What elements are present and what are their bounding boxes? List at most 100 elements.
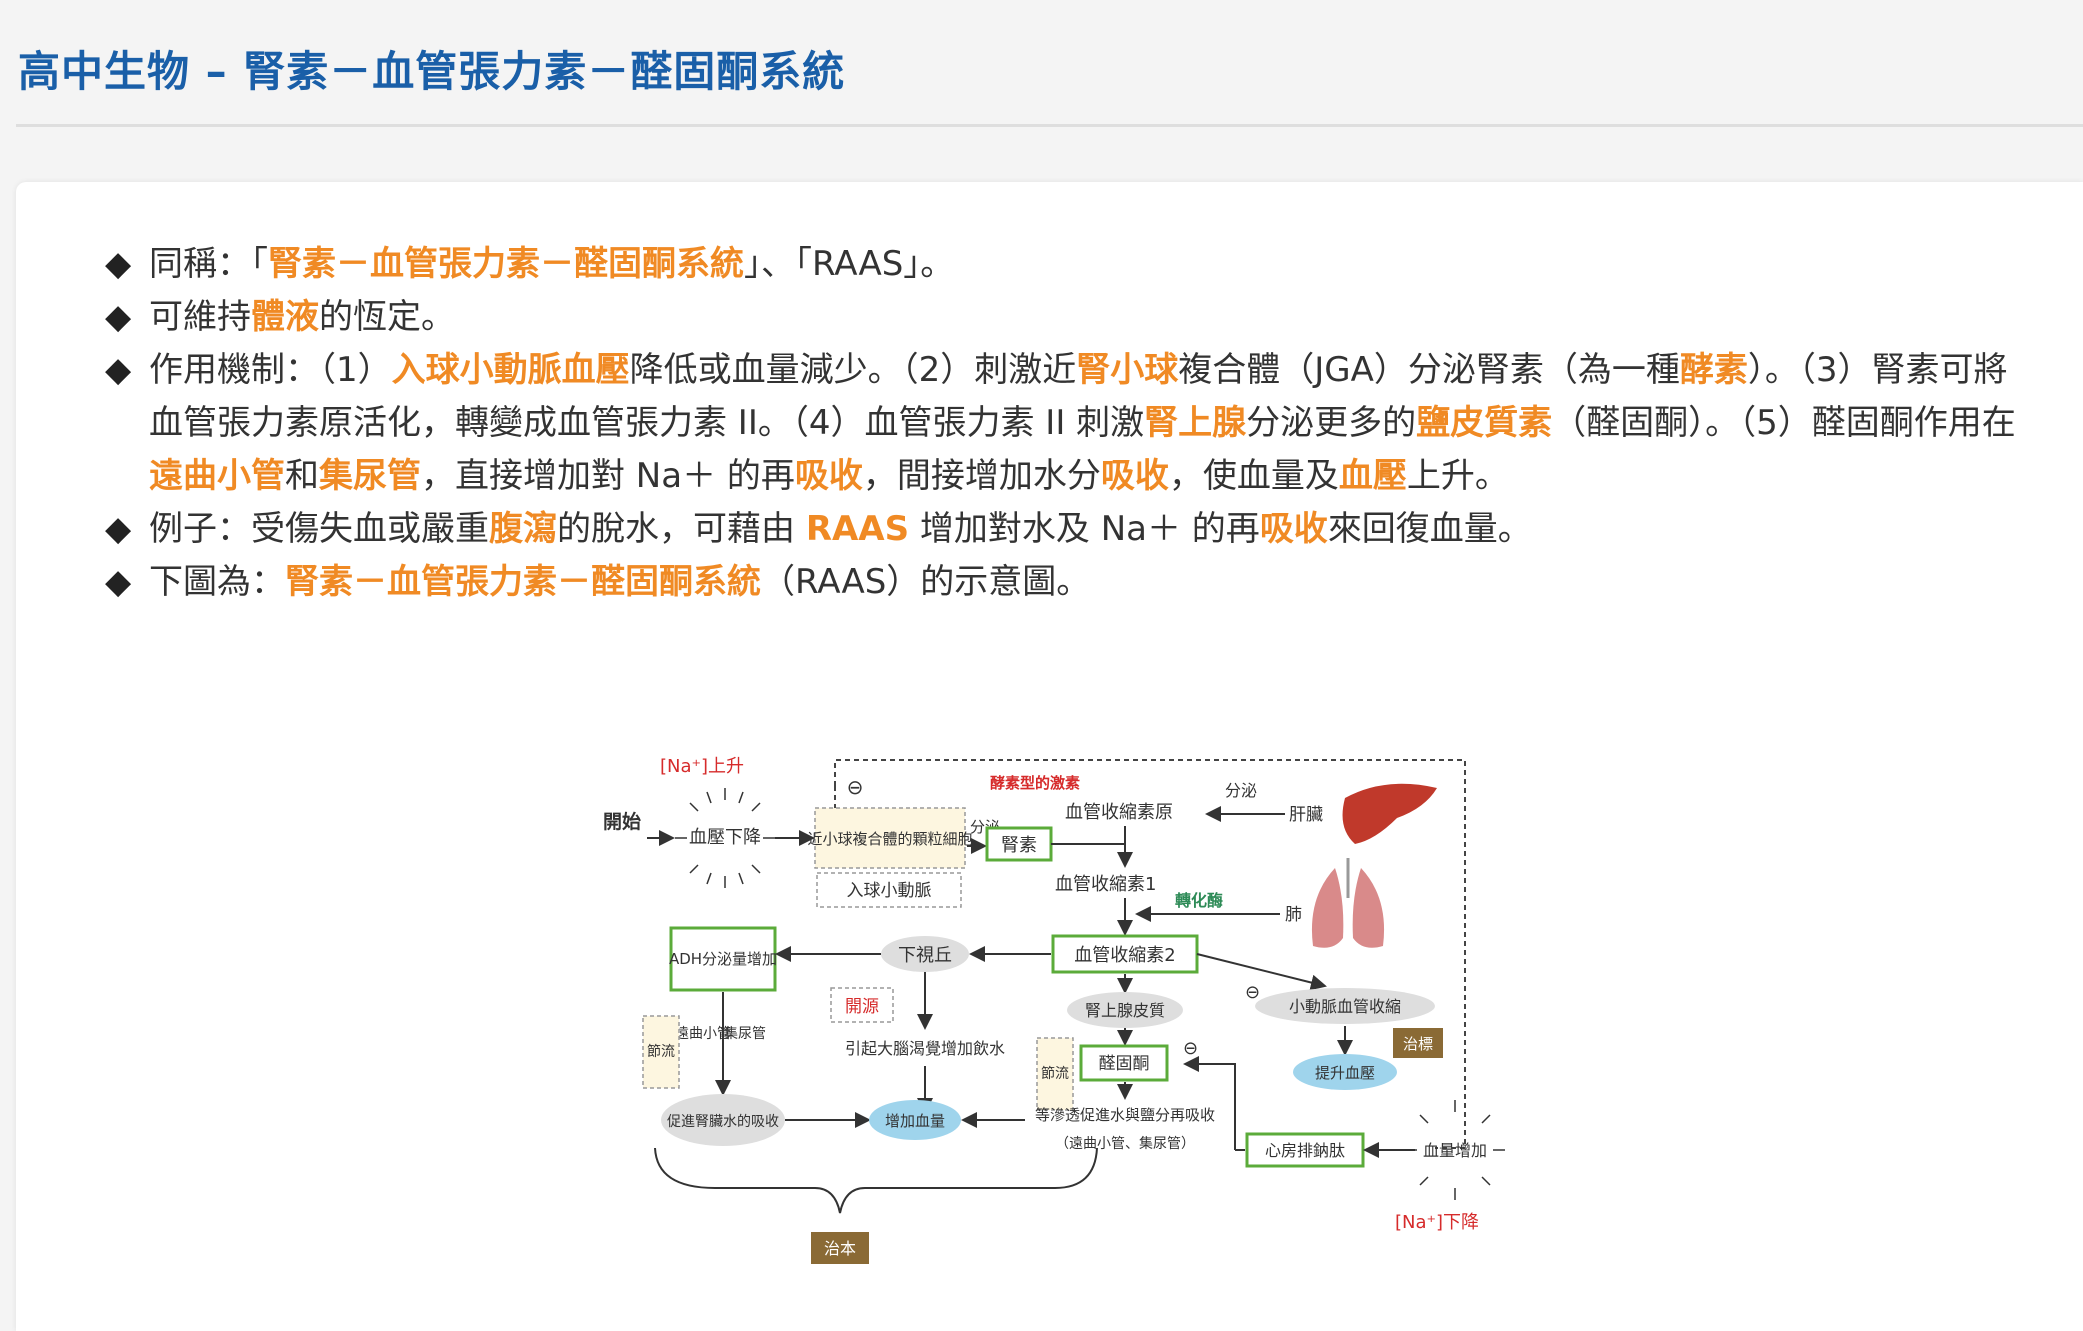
bp-drop-text: 血壓下降 [689, 827, 761, 848]
bullet-item-diagram-intro: ◆ 下圖為：腎素－血管張力素－醛固酮系統（RAAS）的示意圖。 [105, 556, 2025, 609]
adrenal-cortex-text: 腎上腺皮質 [1085, 1001, 1165, 1020]
enzyme-hormone-label: 酵素型的激素 [990, 774, 1080, 792]
bp-drop-burst [675, 788, 775, 888]
afferent-text: 入球小動脈 [847, 881, 932, 901]
start-label: 開始 [603, 810, 641, 833]
arrow-a2-to-arteriole [1196, 953, 1327, 991]
bullet-list: ◆同稱：「腎素－血管張力素－醛固酮系統」、「RAAS」。 ◆可維持體液的恆定。 … [105, 238, 2025, 609]
page-header: 高中生物 – 腎素－血管張力素－醛固酮系統 [0, 0, 2083, 128]
treat-symptom-box [1393, 1028, 1443, 1058]
na-rise-label: [Na⁺]上升 [660, 756, 744, 777]
highlight-term: 血壓 [1338, 456, 1407, 496]
isotonic-text: 等滲透促進水與鹽分再吸收 [1035, 1106, 1215, 1124]
minus-icon-arteriole: ⊖ [1245, 982, 1260, 1003]
highlight-term: 酵素 [1679, 350, 1748, 390]
renin-text: 腎素 [1001, 835, 1037, 856]
feedback-dashed-line [834, 759, 1466, 1149]
raas-diagram: ⊖ [Na⁺]上升 開始 血壓下降 近小球複合體的顆粒細胞 入球小動脈 分泌 酵… [585, 748, 1515, 1288]
treat-root-box [811, 1232, 869, 1264]
kidney-water-oval [661, 1094, 785, 1146]
save-flow2-box [1036, 1037, 1074, 1111]
hypothalamus-text: 下視丘 [898, 945, 952, 966]
highlight-term: 遠曲小管 [149, 456, 285, 496]
bullet-text: 分泌更多的 [1246, 403, 1417, 443]
jga-text: 近小球複合體的顆粒細胞 [807, 830, 972, 848]
bullet-text: ，直接增加對 Na＋ 的再 [421, 456, 795, 496]
increase-volume-oval [869, 1100, 961, 1140]
highlight-term: 吸收 [1259, 509, 1328, 549]
diamond-bullet-icon: ◆ [105, 509, 132, 549]
highlight-term: 腎小球 [1076, 350, 1179, 390]
bullet-text: ，使血量及 [1168, 456, 1339, 496]
increase-volume-text: 增加血量 [885, 1112, 945, 1130]
bullet-item-aka: ◆同稱：「腎素－血管張力素－醛固酮系統」、「RAAS」。 [105, 238, 2025, 291]
angiotensinogen-text: 血管收縮素原 [1065, 802, 1173, 823]
highlight-term: 吸收 [794, 456, 863, 496]
bullet-text: 的恆定。 [319, 297, 455, 337]
aldosterone-text: 醛固酮 [1099, 1054, 1150, 1074]
bottom-brace [654, 1147, 1098, 1214]
page-title: 高中生物 – 腎素－血管張力素－醛固酮系統 [18, 47, 846, 96]
hypothalamus-oval [881, 936, 969, 972]
anp-text: 心房排鈉肽 [1265, 1141, 1345, 1160]
adrenal-cortex-oval [1067, 992, 1183, 1028]
highlight-term: 吸收 [1100, 456, 1169, 496]
adh-text: ADH分泌量增加 [669, 950, 777, 968]
diamond-bullet-icon: ◆ [105, 297, 132, 337]
highlight-term: 體液 [251, 297, 319, 337]
bullet-text: 降低或血量減少。（2）刺激近 [629, 350, 1077, 390]
bullet-text: 和 [285, 456, 319, 496]
afferent-box [816, 872, 962, 908]
raas-diagram-svg: ⊖ [Na⁺]上升 開始 血壓下降 近小球複合體的顆粒細胞 入球小動脈 分泌 酵… [603, 756, 1505, 1264]
liver-icon [1342, 783, 1437, 844]
arrow-anp-to-aldo [1183, 1056, 1236, 1150]
save-flow-box [642, 1015, 680, 1089]
raise-bp-text: 提升血壓 [1315, 1064, 1375, 1082]
arteriole-text: 小動脈血管收縮 [1289, 997, 1401, 1016]
bullet-text: 」、「RAAS」。 [744, 244, 955, 284]
highlight-term: 腎素－血管張力素－醛固酮系統 [285, 562, 761, 602]
secrete2-label: 分泌 [1225, 781, 1257, 800]
jga-box [814, 807, 966, 869]
highlight-term: RAAS [805, 509, 910, 549]
raise-bp-oval [1293, 1054, 1397, 1090]
minus-icon: ⊖ [847, 775, 864, 799]
bullet-item-example: ◆例子：受傷失血或嚴重腹瀉的脫水，可藉由 RAAS 增加對水及 Na＋ 的再吸收… [105, 503, 2025, 556]
bullet-text: 下圖為： [149, 562, 285, 602]
bullet-text: 可維持 [149, 297, 251, 337]
thirst-text: 引起大腦渴覺增加飲水 [845, 1039, 1005, 1058]
angiotensin2-text: 血管收縮素2 [1074, 945, 1175, 966]
highlight-term: 鹽皮質素 [1416, 403, 1553, 443]
bullet-text: （醛固酮）。（5）醛固酮作用在 [1552, 403, 2016, 443]
bullet-text: ）。（3）腎素可將血管張力素原活化，轉變成血管張力素 II。（4）血管張力素 I… [149, 350, 2008, 443]
save-flow2-text: 節流 [1041, 1065, 1069, 1082]
adh-box [669, 926, 777, 992]
bullet-text: 作用機制：（1） [149, 350, 392, 390]
highlight-term: 腹瀉 [489, 509, 557, 549]
header-divider [16, 124, 2083, 127]
kidney-water-text: 促進腎臟水的吸收 [667, 1114, 779, 1130]
arteriole-oval [1255, 988, 1435, 1024]
open-source-text: 開源 [845, 997, 879, 1017]
bullet-text: 複合體（JGA）分泌腎素（為一種 [1178, 350, 1680, 390]
bullet-text: 的脫水，可藉由 [557, 509, 806, 549]
distal-tubule-text: 遠曲小管 [675, 1026, 731, 1042]
treat-symptom-text: 治標 [1403, 1035, 1433, 1053]
open-source-box [830, 987, 894, 1023]
converting-enzyme-label: 轉化酶 [1175, 891, 1223, 910]
bullet-text: （RAAS）的示意圖。 [761, 562, 1091, 602]
diamond-bullet-icon: ◆ [105, 244, 132, 284]
angiotensin1-text: 血管收縮素1 [1055, 874, 1156, 895]
bullet-text: 增加對水及 Na＋ 的再 [909, 509, 1260, 549]
highlight-term: 集尿管 [319, 456, 421, 496]
diamond-bullet-icon: ◆ [105, 562, 132, 602]
bullet-text: 上升。 [1406, 456, 1509, 496]
bullet-text: ，間接增加水分 [862, 456, 1101, 496]
na-fall-label: [Na⁺]下降 [1395, 1212, 1479, 1233]
lung-label: 肺 [1285, 905, 1302, 925]
start-label-text: 開始 [603, 810, 641, 833]
bullet-item-function: ◆ 可維持體液的恆定。 [105, 291, 2025, 344]
minus-icon-aldo: ⊖ [1183, 1038, 1198, 1059]
treat-root-text: 治本 [824, 1239, 856, 1258]
highlight-term: 入球小動脈血壓 [391, 350, 630, 390]
